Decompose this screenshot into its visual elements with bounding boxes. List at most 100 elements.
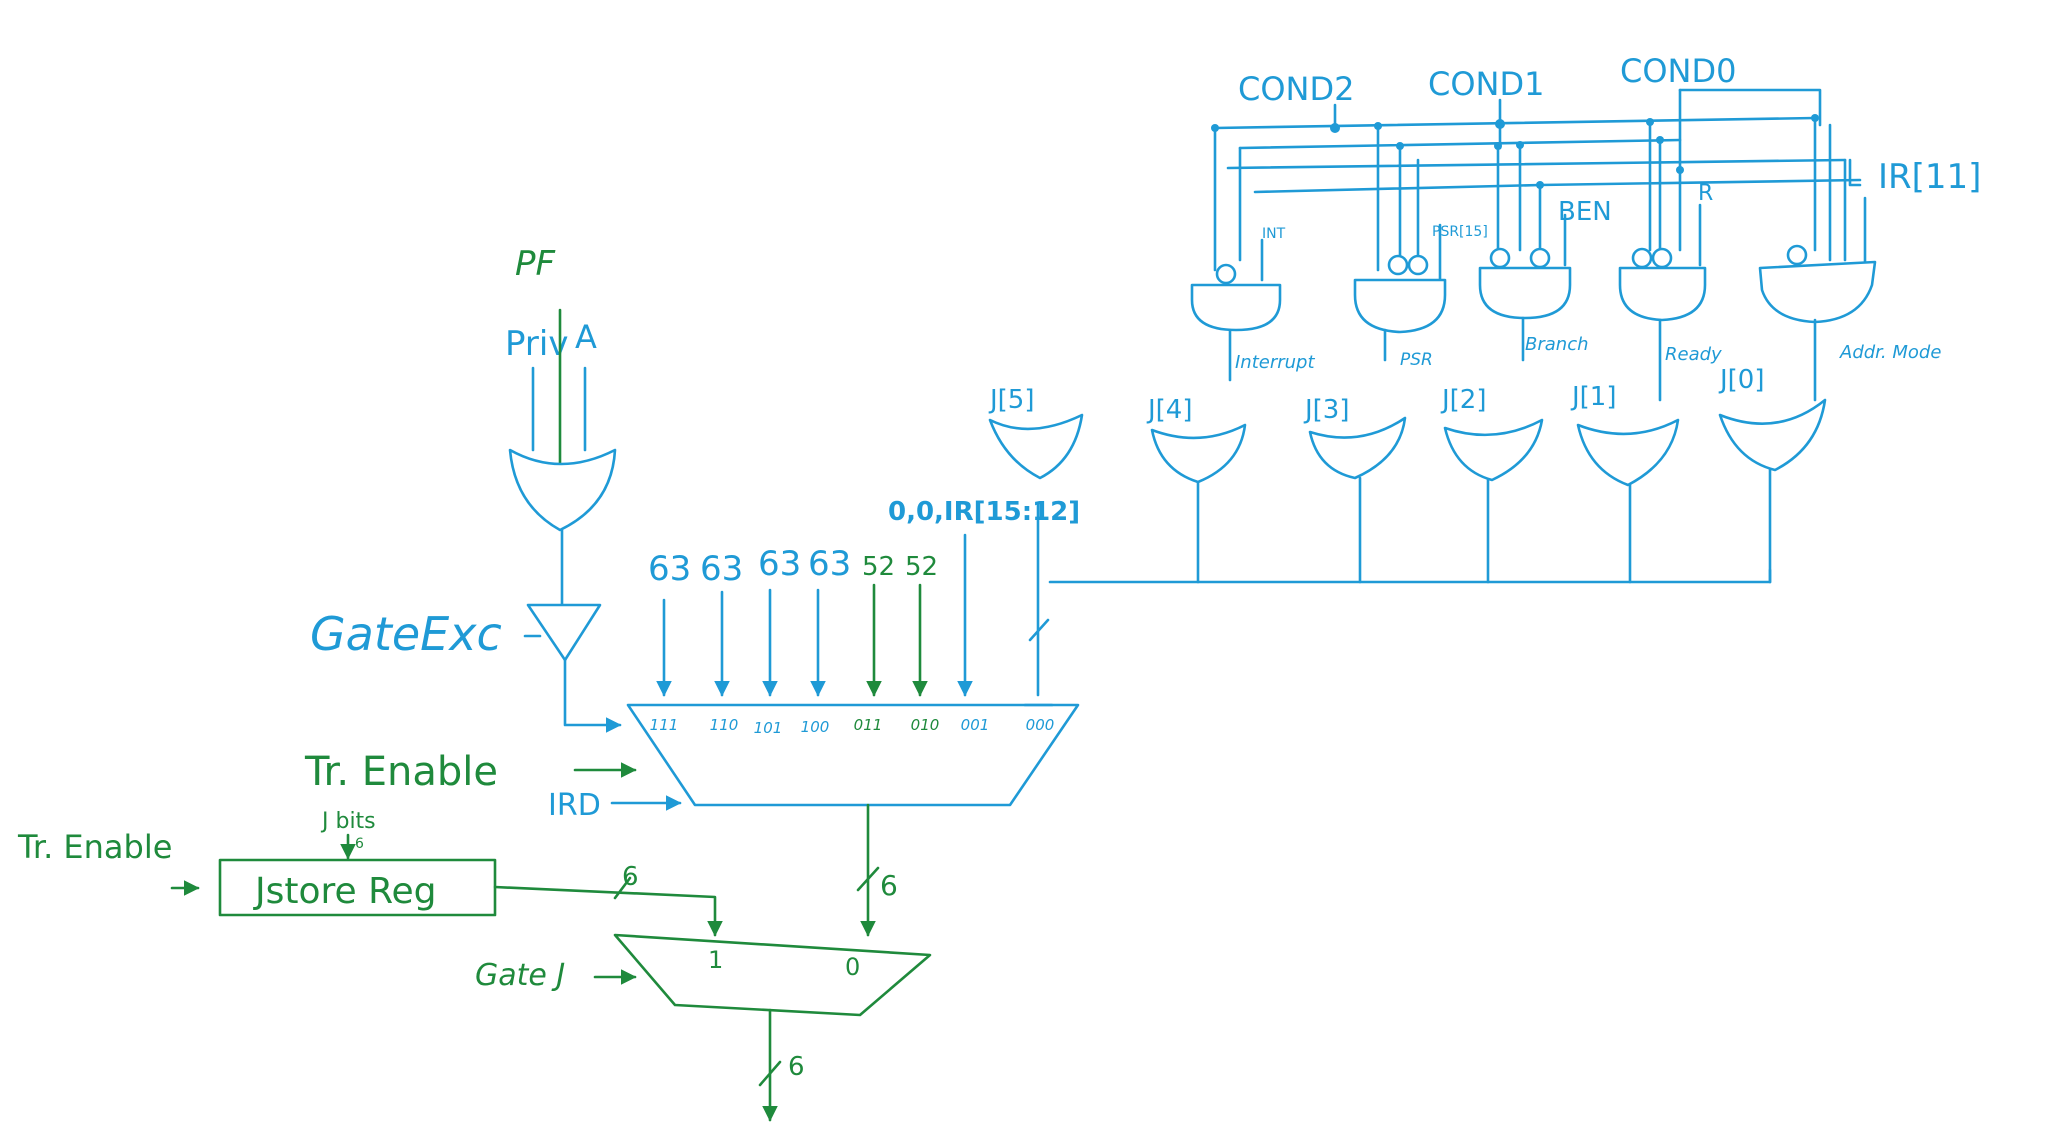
and-gate-body [1758, 260, 1877, 324]
or-gate-j4: J[4] [1146, 395, 1247, 584]
mux-select-code: 100 [801, 718, 830, 736]
and-gate-branch: BEN Branch [1478, 143, 1612, 362]
or-gate-label: J[1] [1570, 382, 1617, 412]
inverter-bubble [1786, 244, 1808, 266]
tr-enable-mux-label: Tr. Enable [304, 749, 498, 795]
and-gate-psr: PSR[15] PSR [1353, 124, 1488, 370]
cond0-label: COND0 [1620, 52, 1736, 90]
and-gate-addr-mode: Addr. Mode [1758, 116, 1941, 402]
buffer-to-mux-wire [563, 658, 622, 733]
mux-select-code: 000 [1026, 716, 1055, 734]
or-gate-body [1150, 423, 1247, 484]
j-bits-label: J bits [320, 809, 376, 834]
or-gate-j2: J[2] [1440, 385, 1544, 584]
gate-exc-label: GateExc [310, 607, 502, 661]
jstore-section: Tr. Enable Jstore Reg J bits 6 6 [17, 809, 723, 937]
mux2-input-0: 0 [845, 953, 860, 981]
tr-enable-reg-label: Tr. Enable [17, 828, 172, 866]
inverter-bubble [1407, 254, 1429, 276]
and-gate-interrupt: INT Interrupt [1190, 126, 1315, 382]
and-output-label: PSR [1400, 350, 1433, 370]
jstore-width-tick [613, 876, 632, 900]
gate-exc-buffer [526, 603, 602, 662]
int-label: INT [1262, 226, 1286, 242]
inverter-bubble [1631, 247, 1653, 269]
mux-input-2: 63 101 [754, 544, 802, 737]
ben-label: BEN [1558, 197, 1612, 227]
mux-input-0: 63 111 [648, 549, 691, 734]
main-mux: 63 111 63 110 63 101 63 100 52 011 52 01… [304, 497, 1080, 937]
main-mux-body [626, 703, 1080, 807]
cond0-bus [1226, 158, 1847, 170]
or-gate-body [1443, 418, 1544, 482]
mux-input-5: 52 010 [905, 552, 939, 734]
gate-j-mux: 1 0 Gate J 6 [475, 933, 932, 1122]
pf-or-gate [508, 448, 617, 532]
jstore-width: 6 [622, 862, 639, 892]
j-bits-width: 6 [355, 836, 364, 852]
or-gate-label: J[4] [1146, 395, 1193, 425]
or-gate-label: J[2] [1440, 385, 1487, 415]
or-gate-label: J[5] [988, 385, 1035, 415]
main-mux-width: 6 [880, 869, 898, 902]
mux-input-6: 0,0,IR[15:12] 001 [888, 497, 1080, 734]
ir-field-label: 0,0,IR[15:12] [888, 497, 1080, 527]
psr15-label: PSR[15] [1432, 224, 1488, 240]
or-gate-j1: J[1] [1570, 382, 1680, 584]
j-bus [1048, 568, 1772, 584]
mux-select-code: 001 [961, 716, 990, 734]
ir11-label: IR[11] [1878, 157, 1981, 197]
or-gate-j3: J[3] [1303, 395, 1407, 584]
mux-input-value: 63 [700, 549, 743, 589]
jstore-to-mux2-wire [493, 885, 723, 937]
pf-section: PF Priv A [505, 244, 617, 607]
a-label: A [575, 318, 597, 356]
mux-input-1: 63 110 [700, 549, 743, 734]
or-gate-label: J[0] [1718, 365, 1765, 395]
j-bus-width-tick [1028, 618, 1050, 642]
gate-exc-section: GateExc [310, 603, 622, 733]
mux-input-value: 63 [648, 549, 691, 589]
ird-label: IRD [548, 788, 601, 823]
and-gate-body [1478, 266, 1572, 320]
or-gate-body [1308, 416, 1407, 480]
or-gate-j5: J[5] [988, 385, 1084, 480]
gate-j-width: 6 [788, 1052, 805, 1082]
junction-dot [1330, 123, 1340, 133]
mux-select-code: 101 [754, 719, 783, 737]
cond-bus-lower [1253, 178, 1862, 194]
mux-select-code: 110 [710, 716, 739, 734]
and-output-label: Addr. Mode [1839, 342, 1941, 363]
and-gate-ready: R Ready [1618, 120, 1722, 402]
jstore-reg-label: Jstore Reg [253, 871, 437, 912]
or-gate-j0: J[0] [1718, 365, 1827, 584]
or-gate-body [1718, 398, 1827, 472]
and-output-label: Branch [1525, 334, 1589, 355]
mux-input-value: 63 [808, 544, 851, 584]
inverter-bubble [1387, 254, 1409, 276]
and-gate-body [1353, 278, 1447, 334]
gate-j-width-tick [758, 1060, 782, 1087]
inverter-bubble [1215, 263, 1237, 285]
r-label: R [1698, 181, 1713, 206]
or-gate-label: J[3] [1303, 395, 1350, 425]
cond2-bus [1213, 116, 1817, 130]
mux-input-value: 52 [905, 552, 938, 582]
cond-logic: COND2 COND1 COND0 IR[11] IN [988, 52, 1981, 584]
pf-label: PF [515, 244, 556, 284]
mux-input-7: 000 [1023, 503, 1055, 734]
cond1-label: COND1 [1428, 65, 1544, 103]
or-gate-body [988, 413, 1084, 480]
cond0-right-wire [1678, 88, 1822, 127]
cond1-bus [1238, 138, 1682, 150]
and-output-label: Ready [1665, 344, 1722, 365]
and-gate-body [1190, 283, 1282, 332]
mux-input-value: 52 [862, 552, 895, 582]
junction-dot [1495, 119, 1505, 129]
inverter-bubble [1651, 247, 1673, 269]
mux-input-3: 63 100 [801, 544, 852, 736]
ir11-bus-end [1848, 158, 1862, 187]
mux2-input-1: 1 [708, 946, 723, 974]
priv-label: Priv [505, 324, 568, 364]
